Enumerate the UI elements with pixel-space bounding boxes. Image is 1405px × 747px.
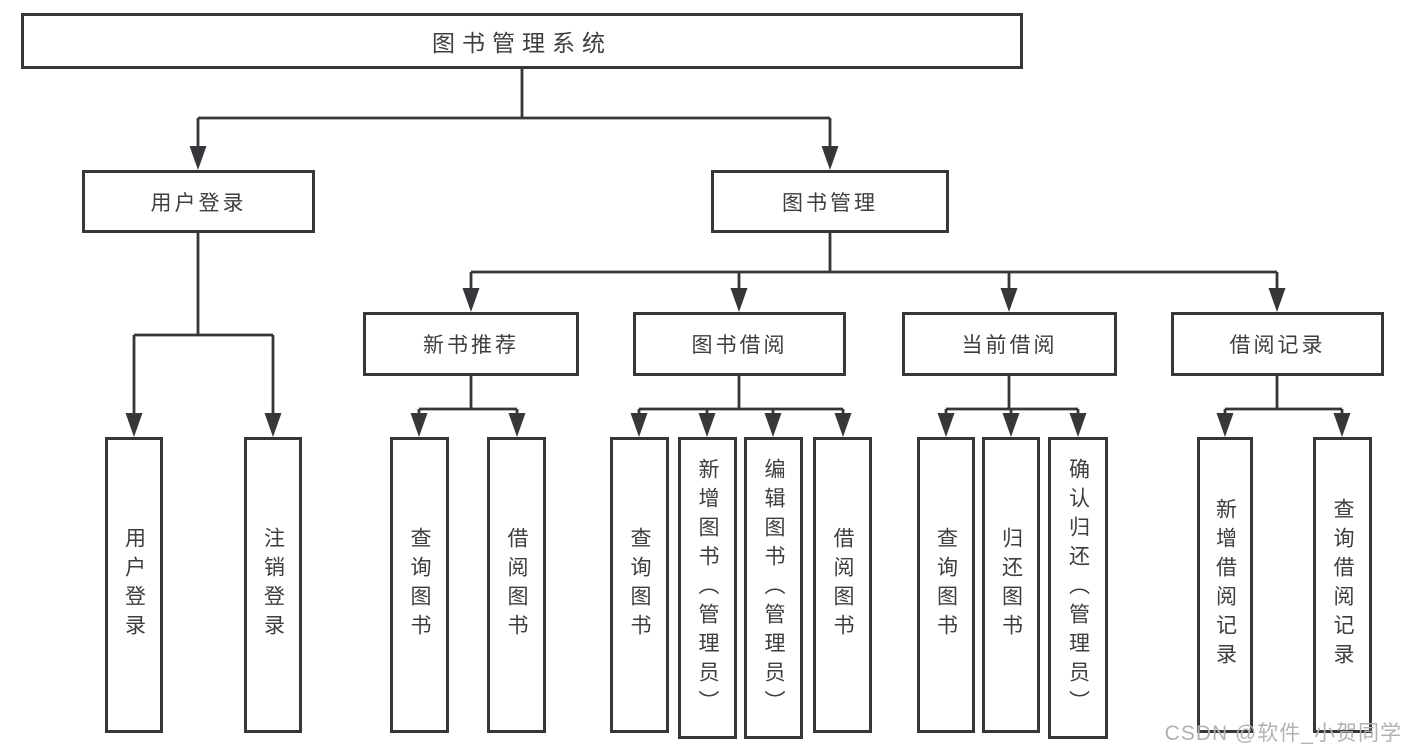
node-label: 当前借阅 <box>961 334 1058 357</box>
node-book-management: 图书管理 <box>711 170 949 233</box>
watermark-text: CSDN @软件_小贺同学 <box>1164 722 1402 745</box>
leaf-label: 新增借阅记录 <box>1213 498 1237 672</box>
node-book-borrow: 图书借阅 <box>633 312 846 376</box>
leaf-label: 借阅图书 <box>831 527 854 643</box>
leaf-borrow-books: 借阅图书 <box>813 437 872 733</box>
node-label: 图书管理系统 <box>432 30 612 56</box>
leaf-label: 归还图书 <box>999 527 1023 643</box>
node-label: 图书管理 <box>782 191 878 215</box>
leaf-query-borrow-record: 查询借阅记录 <box>1313 437 1372 733</box>
leaf-query-books-recommend: 查询图书 <box>390 437 449 733</box>
leaf-add-borrow-record: 新增借阅记录 <box>1197 437 1253 733</box>
leaf-label: 注销登录 <box>261 527 285 643</box>
leaf-logout: 注销登录 <box>244 437 302 733</box>
node-book-management-system: 图书管理系统 <box>21 13 1023 69</box>
leaf-query-books-borrow: 查询图书 <box>610 437 669 733</box>
leaf-query-books-current: 查询图书 <box>917 437 975 733</box>
node-borrow-record: 借阅记录 <box>1171 312 1384 376</box>
leaf-borrow-books-recommend: 借阅图书 <box>487 437 546 733</box>
leaf-label: 编辑图书（管理员） <box>762 457 785 719</box>
node-user-login: 用户登录 <box>82 170 315 233</box>
leaf-label: 新增图书（管理员） <box>696 457 719 719</box>
leaf-confirm-return-admin: 确认归还（管理员） <box>1048 437 1108 739</box>
leaf-label: 确认归还（管理员） <box>1066 457 1090 719</box>
leaf-add-books-admin: 新增图书（管理员） <box>678 437 737 739</box>
leaf-label: 用户登录 <box>122 527 146 643</box>
node-new-book-recommend: 新书推荐 <box>363 312 579 376</box>
leaf-edit-books-admin: 编辑图书（管理员） <box>744 437 803 739</box>
node-label: 用户登录 <box>150 191 247 215</box>
leaf-label: 查询图书 <box>628 527 651 643</box>
leaf-label: 查询借阅记录 <box>1331 498 1354 672</box>
node-label: 图书借阅 <box>691 334 788 357</box>
leaf-user-login: 用户登录 <box>105 437 163 733</box>
node-current-borrow: 当前借阅 <box>902 312 1117 376</box>
node-label: 借阅记录 <box>1229 334 1326 357</box>
leaf-label: 查询图书 <box>934 527 958 643</box>
leaf-label: 借阅图书 <box>505 527 528 643</box>
leaf-return-books: 归还图书 <box>982 437 1040 733</box>
node-label: 新书推荐 <box>423 334 519 357</box>
leaf-label: 查询图书 <box>408 527 431 643</box>
